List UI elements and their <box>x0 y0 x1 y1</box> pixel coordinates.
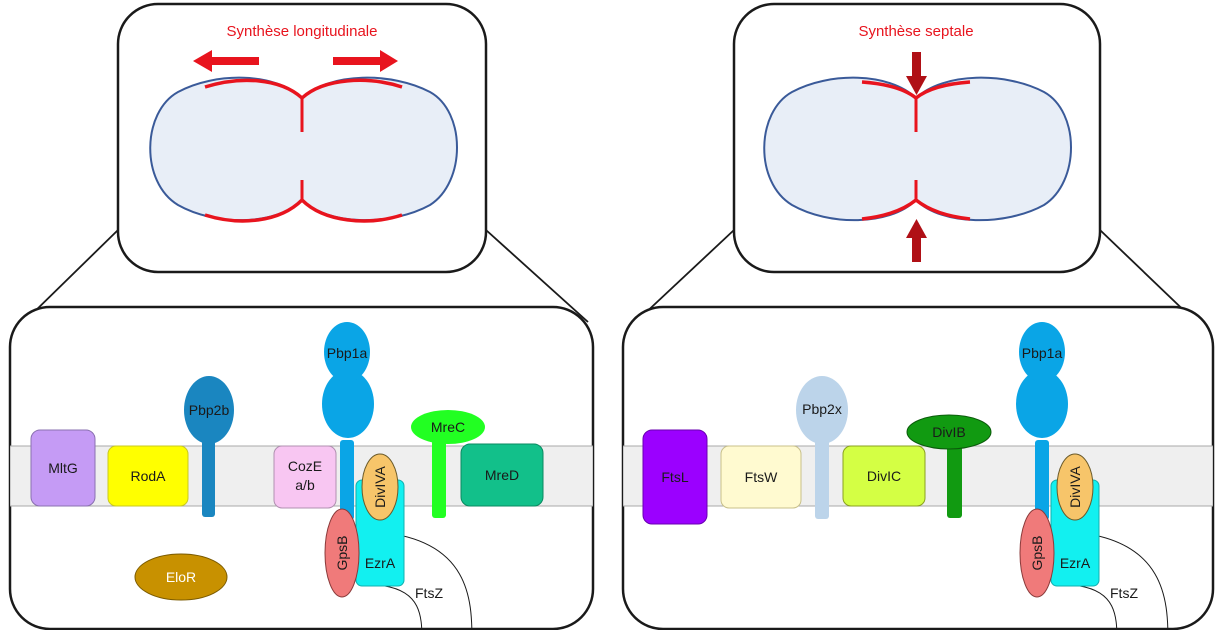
label-gpsb-right: GpsB <box>1029 535 1045 570</box>
protein-pbp2b: Pbp2b <box>184 376 234 517</box>
label-ftsl: FtsL <box>661 469 688 485</box>
label-coze-1: CozE <box>288 458 322 474</box>
protein-coze: CozE a/b <box>273 445 337 509</box>
label-mltg: MltG <box>48 460 78 476</box>
label-ezra-right: EzrA <box>1060 555 1091 571</box>
right-ftsz-arc <box>1072 531 1169 629</box>
label-mrec: MreC <box>431 419 465 435</box>
left-cell-view: Synthèse longitudinale <box>116 2 488 274</box>
label-gpsb-left: GpsB <box>334 535 350 570</box>
label-divkva-left: DivIVA <box>372 465 388 507</box>
right-zoom-line-left <box>639 229 735 319</box>
label-divic: DivIC <box>867 468 901 484</box>
protein-elor: EloR <box>134 553 228 601</box>
label-pbp2x: Pbp2x <box>802 401 842 417</box>
label-ftsz-left: FtsZ <box>415 585 443 601</box>
protein-mred: MreD <box>460 443 544 507</box>
left-membrane-panel: MltG RodA Pbp2b CozE a/b Pbp1a Ez <box>8 305 595 630</box>
right-title: Synthèse septale <box>858 23 973 40</box>
right-arrow-down-icon <box>906 52 927 95</box>
protein-divkva-right: DivIVA <box>1056 453 1094 521</box>
left-cell-body <box>149 76 458 222</box>
protein-divib: DivIB <box>906 414 992 518</box>
protein-pbp1a-left: Pbp1a <box>322 322 374 520</box>
label-divib: DivIB <box>932 424 965 440</box>
label-pbp2b: Pbp2b <box>189 402 230 418</box>
label-ezra-left: EzrA <box>365 555 396 571</box>
label-mred: MreD <box>485 467 519 483</box>
protein-ftsw: FtsW <box>720 445 802 509</box>
label-divkva-right: DivIVA <box>1067 465 1083 507</box>
left-zoom-line-right <box>485 229 589 323</box>
protein-mrec: MreC <box>411 410 485 518</box>
left-ftsz-arc <box>377 531 473 629</box>
right-cell-body <box>763 76 1072 222</box>
left-arrow-right-icon <box>333 50 398 72</box>
label-ftsz-right: FtsZ <box>1110 585 1138 601</box>
label-elor: EloR <box>166 569 196 585</box>
protein-gpsb-right: GpsB <box>1019 508 1055 598</box>
left-title: Synthèse longitudinale <box>227 23 378 40</box>
right-membrane-panel: FtsL FtsW Pbp2x DivIC DivIB Pbp1 <box>621 305 1215 630</box>
right-arrow-up-icon <box>906 219 927 262</box>
protein-mltg: MltG <box>30 429 96 507</box>
label-roda: RodA <box>130 468 166 484</box>
label-ftsw: FtsW <box>745 469 778 485</box>
protein-divic: DivIC <box>842 445 926 507</box>
label-pbp1a-left: Pbp1a <box>327 345 368 361</box>
protein-gpsb-left: GpsB <box>324 508 360 598</box>
label-coze-2: a/b <box>295 477 315 493</box>
right-cell-view: Synthèse septale <box>732 2 1102 274</box>
left-arrow-left-icon <box>193 50 259 72</box>
label-pbp1a-right: Pbp1a <box>1022 345 1063 361</box>
protein-pbp1a-right: Pbp1a <box>1016 322 1068 520</box>
protein-divkva-left: DivIVA <box>361 453 399 521</box>
protein-roda: RodA <box>107 445 189 507</box>
protein-ftsl: FtsL <box>642 429 708 525</box>
protein-pbp2x: Pbp2x <box>796 376 848 519</box>
left-zoom-line-left <box>27 229 119 319</box>
